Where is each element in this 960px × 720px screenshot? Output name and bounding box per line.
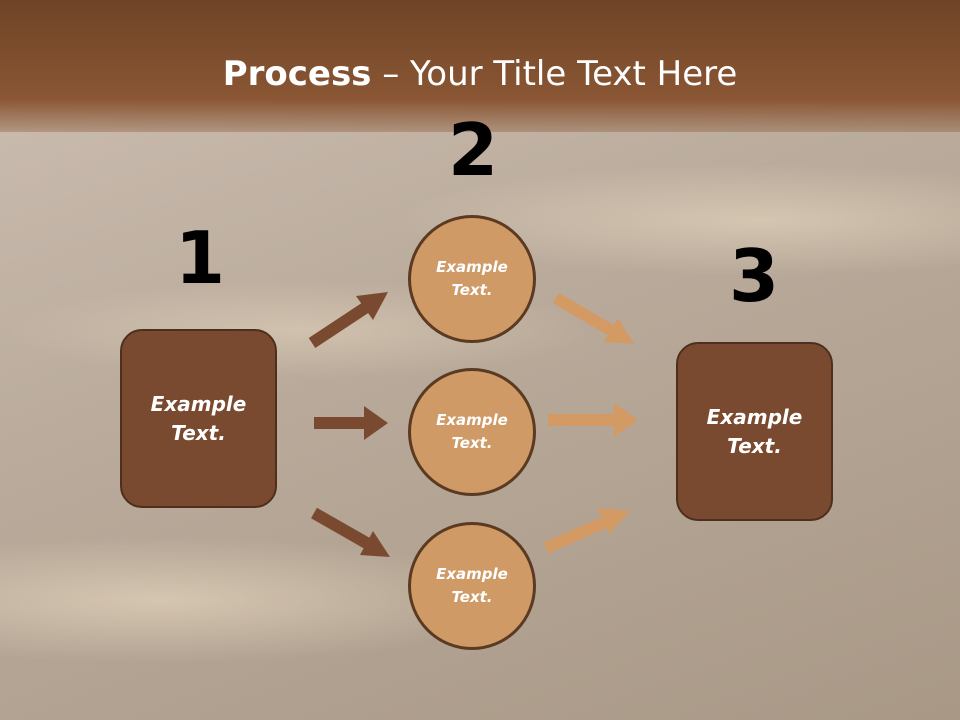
step-box-1[interactable]: Example Text. [120, 329, 277, 508]
title-rest: – Your Title Text Here [371, 54, 738, 94]
step-number-2: 2 [447, 108, 499, 192]
step-box-3[interactable]: Example Text. [676, 342, 833, 521]
arrow-from-circle-bottom [543, 508, 630, 554]
step-number-1: 1 [174, 216, 226, 300]
title-bold: Process [222, 54, 372, 94]
arrow-to-circle-middle [314, 406, 388, 440]
arrow-to-circle-top [308, 292, 388, 349]
title-band [0, 0, 960, 132]
step-box-1-text: Example Text. [150, 391, 247, 445]
circle-middle[interactable]: Example Text. [408, 368, 536, 496]
arrow-from-circle-middle [548, 403, 638, 437]
circle-bottom[interactable]: Example Text. [408, 522, 536, 650]
circle-middle-text: Example Text. [436, 411, 508, 452]
arrow-from-circle-top [552, 292, 634, 344]
step-number-3: 3 [728, 234, 780, 318]
step-box-3-text: Example Text. [706, 404, 803, 458]
circle-top-text: Example Text. [436, 258, 508, 299]
slide-title[interactable]: Process – Your Title Text Here [0, 52, 960, 96]
circle-bottom-text: Example Text. [436, 565, 508, 606]
arrow-to-circle-bottom [311, 507, 390, 557]
circle-top[interactable]: Example Text. [408, 215, 536, 343]
